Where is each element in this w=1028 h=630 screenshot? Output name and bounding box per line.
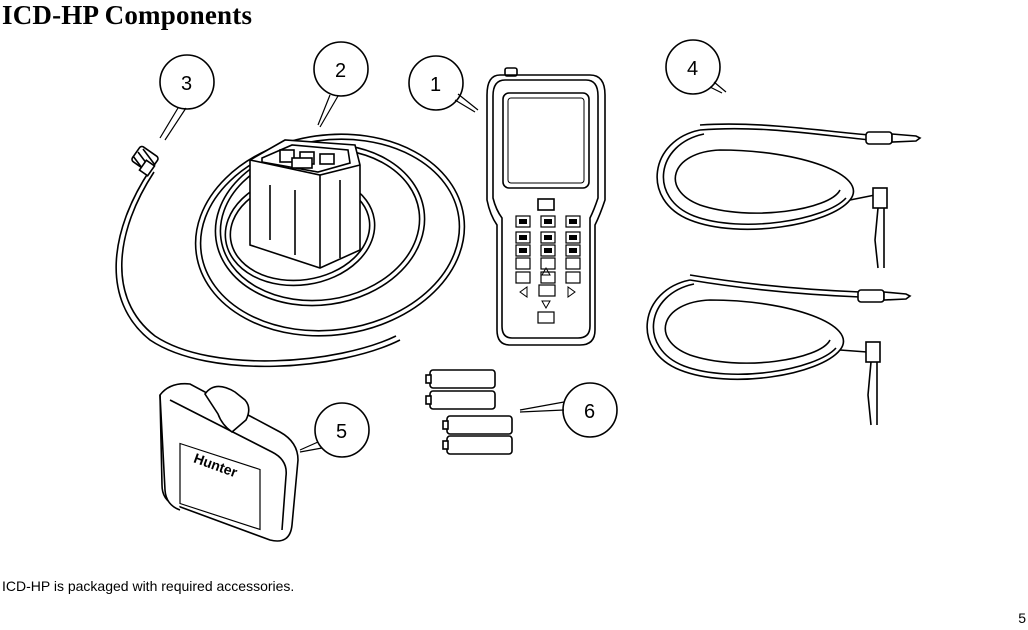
components-illustration: Hunter 3 2 1 4 5 6 [115,39,922,542]
callout-2: 2 [313,41,369,128]
callout-4-number: 4 [687,58,698,80]
callout-1-number: 1 [430,74,441,96]
cable-connector-part [131,145,159,177]
test-clip-leads-part [646,123,922,426]
callout-1: 1 [408,55,479,113]
callout-5: 5 [299,402,370,458]
callout-5-number: 5 [336,421,347,443]
callout-4: 4 [665,39,727,95]
figure-caption: ICD-HP is packaged with required accesso… [2,578,295,594]
decoder-adapter-part [249,139,361,269]
callout-6-number: 6 [584,401,595,423]
callout-3-number: 3 [181,73,192,95]
handheld-programmer-part [486,67,606,346]
callout-2-number: 2 [335,60,346,82]
adapter-cable-assembly [115,133,466,368]
callout-6: 6 [519,382,618,438]
callout-3: 3 [159,54,215,141]
carrying-case-part [159,382,299,542]
page-number: 5 [1018,610,1026,626]
page-title: ICD-HP Components [2,0,253,30]
batteries-part [425,369,513,455]
